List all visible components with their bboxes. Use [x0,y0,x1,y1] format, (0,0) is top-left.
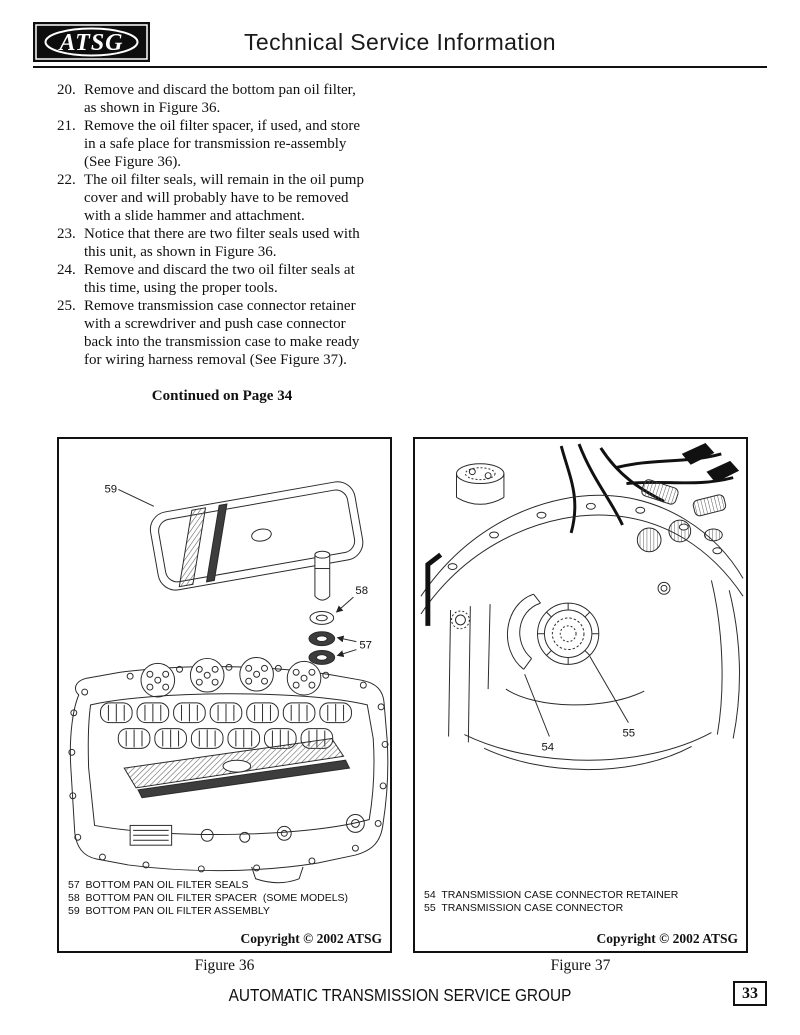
legend-line: 55 TRANSMISSION CASE CONNECTOR [424,902,624,914]
callout-55-label: 55 [622,727,635,739]
filter-mount-surface [123,737,351,799]
case-boss [456,463,505,505]
instruction-text: Remove and discard the bottom pan oil fi… [84,82,356,116]
figure-36-diagram: 59 58 57 [68,481,389,884]
figure-37-diagram: 54 55 [420,443,744,770]
figure-36-legend: 57 BOTTOM PAN OIL FILTER SEALS 58 BOTTOM… [68,879,348,918]
figure-36-copyright: Copyright © 2002 ATSG [240,931,382,946]
instruction-number: 23. [57,226,76,242]
instruction-item: 25. Remove transmission case connector r… [57,297,402,369]
instruction-number: 24. [57,262,76,278]
pan-rail-bolt-holes [68,663,389,873]
page-number: 33 [733,981,767,1006]
filter-seals [308,631,336,665]
callout-59-label: 59 [104,483,117,495]
figure-37-callouts: 54 55 [524,656,635,753]
legend-line: 58 BOTTOM PAN OIL FILTER SPACER (SOME MO… [68,892,349,904]
instruction-item: 22. The oil filter seals, will remain in… [57,171,402,225]
instruction-number: 22. [57,172,76,188]
figure-37-legend: 54 TRANSMISSION CASE CONNECTOR RETAINER … [424,889,678,915]
instruction-text: Remove the oil filter spacer, if used, a… [84,118,360,170]
case-body-lines [448,580,740,770]
callout-54-label: 54 [541,741,554,753]
page-title: Technical Service Information [243,29,556,55]
instruction-item: 21. Remove the oil filter spacer, if use… [57,117,402,171]
bold-edge-mark [425,552,443,626]
instruction-number: 21. [57,118,76,134]
filter-neck [314,550,331,601]
callout-58-label: 58 [355,585,368,597]
figure-37-box: 54 55 54 TRANSMISSION CASE CONNECTOR RET… [413,437,748,953]
harness-connectors [636,443,740,553]
footer-organization: AUTOMATIC TRANSMISSION SERVICE GROUP [228,985,572,1005]
figure-36-caption: Figure 36 [194,957,255,974]
bell-housing-flange [420,494,744,615]
figure-37-caption: Figure 37 [550,957,611,974]
legend-line: 54 TRANSMISSION CASE CONNECTOR RETAINER [424,889,679,901]
figure-37-copyright: Copyright © 2002 ATSG [596,931,738,946]
figure-36-box: 59 58 57 57 BOTTOM PAN OIL FILTER SEALS … [57,437,392,953]
atsg-logo-graphic: ATSG [33,22,150,62]
instruction-text: Notice that there are two filter seals u… [84,226,360,260]
instruction-text: Remove transmission case connector retai… [84,298,360,368]
instruction-item: 23. Notice that there are two filter sea… [57,225,402,261]
figure-36-callouts: 59 58 57 [104,483,372,657]
oil-filter-pan [149,481,364,591]
instruction-number: 20. [57,82,76,98]
id-tag-plate [129,824,173,846]
case-connector [537,602,600,665]
instruction-text: The oil filter seals, will remain in the… [84,172,364,224]
atsg-logo-text: ATSG [57,30,123,56]
continued-note: Continued on Page 34 [151,388,293,404]
legend-line: 57 BOTTOM PAN OIL FILTER SEALS [68,879,249,891]
atsg-logo: ATSG [33,22,150,62]
filter-spacer [309,611,335,625]
connector-retainer [507,593,541,670]
instruction-number: 25. [57,298,76,314]
valve-body-bottom-view [68,656,389,884]
instruction-item: 20. Remove and discard the bottom pan oi… [57,81,402,117]
instruction-text: Remove and discard the two oil filter se… [84,262,355,296]
callout-57-label: 57 [359,640,372,652]
legend-line: 59 BOTTOM PAN OIL FILTER ASSEMBLY [68,905,270,917]
instruction-list: 20. Remove and discard the bottom pan oi… [57,81,402,369]
instruction-item: 24. Remove and discard the two oil filte… [57,261,402,297]
header-divider [33,66,767,68]
